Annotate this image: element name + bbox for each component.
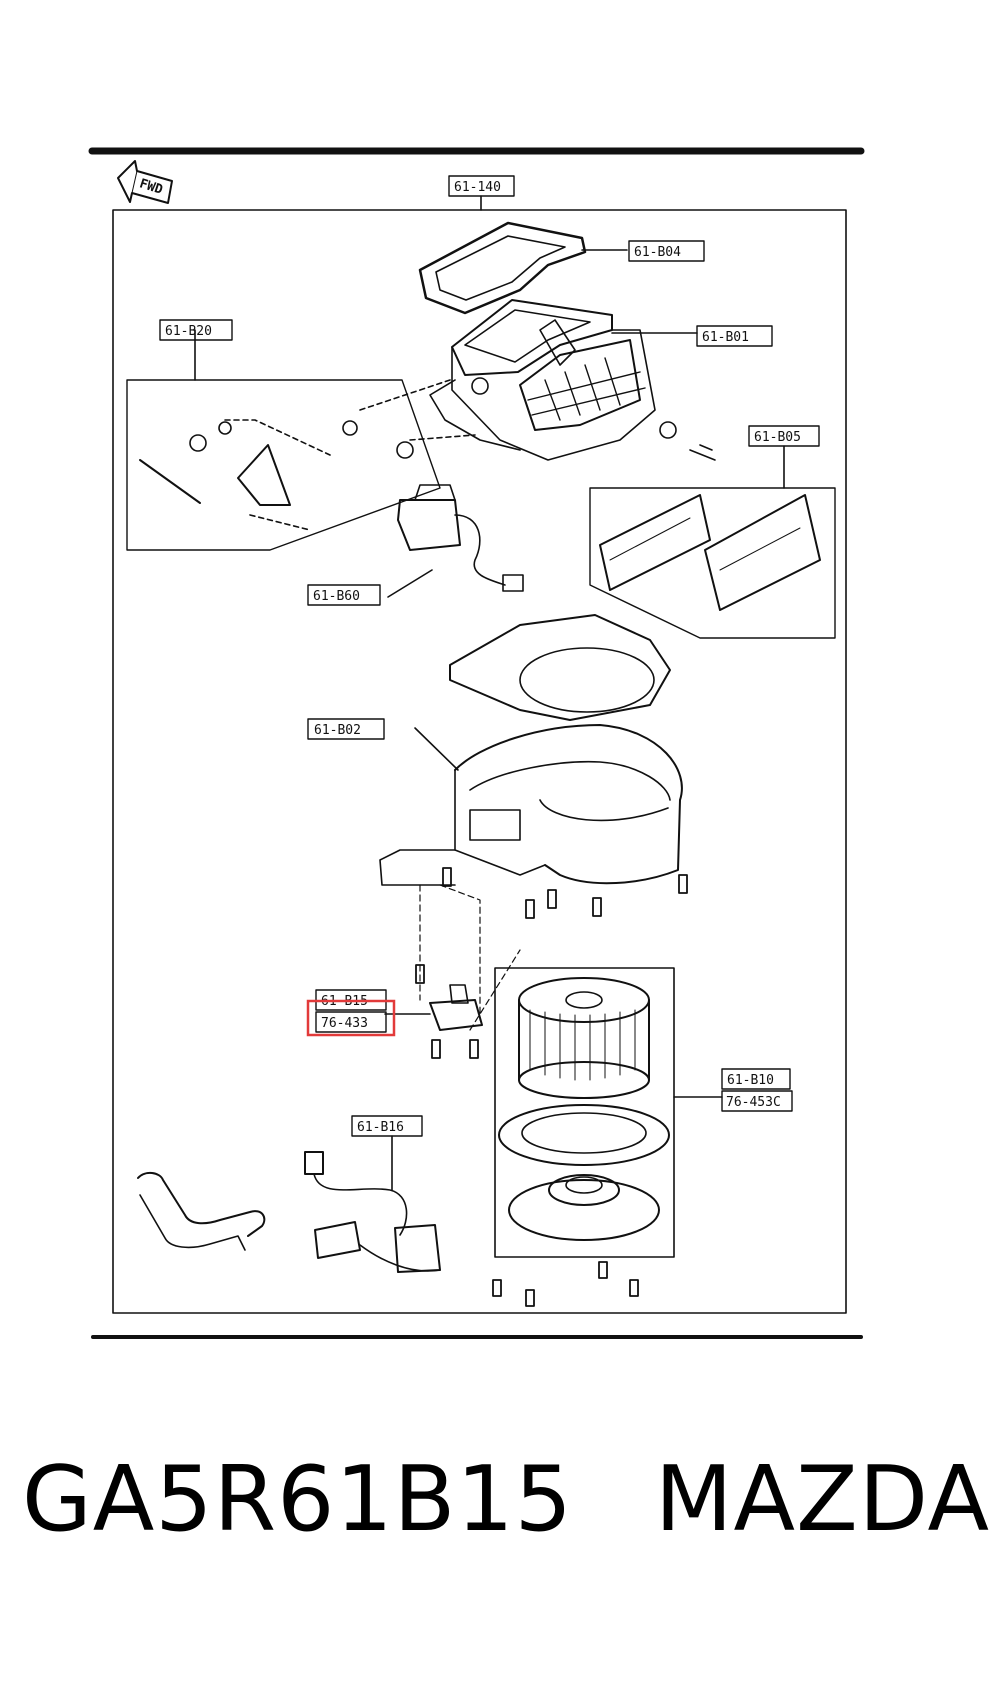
- callout-61-b16: 61-B16: [357, 1120, 404, 1135]
- blower-motor-part: [494, 967, 723, 1258]
- brand-name: MAZDA: [654, 1447, 991, 1552]
- highlight-box: [306, 999, 396, 1037]
- intake-case-part: [429, 299, 716, 461]
- callout-61-b04: 61-B04: [634, 245, 681, 260]
- actuator-part: [387, 484, 524, 598]
- callout-61-b60: 61-B60: [313, 589, 360, 604]
- assembly-outline: [112, 209, 847, 1314]
- callout-61-b05: 61-B05: [754, 430, 801, 445]
- wiring-harness-part: [304, 1135, 441, 1273]
- filter-part: [589, 445, 836, 639]
- blower-cover-part: [449, 614, 671, 721]
- blower-unit-exploded-diagram: FWD 61-140 61-B04 61-B01 61-B20 61-B05 6…: [88, 147, 865, 1339]
- drain-hose-part: [137, 1172, 266, 1251]
- blower-case-part: [379, 724, 683, 886]
- fwd-label: FWD: [137, 176, 164, 198]
- fwd-arrow-icon: [117, 160, 173, 204]
- callout-76-453c: 76-453C: [726, 1095, 781, 1110]
- callout-61-b02: 61-B02: [314, 723, 361, 738]
- callout-61-140: 61-140: [454, 180, 501, 195]
- resistor-part: [384, 984, 483, 1031]
- linkage-part: [126, 329, 476, 551]
- callout-76-433: 76-433: [321, 1016, 368, 1031]
- callout-61-b01: 61-B01: [702, 330, 749, 345]
- intake-gasket-part: [418, 221, 628, 315]
- screw-icons: [415, 867, 688, 1307]
- part-number: GA5R61B15: [22, 1447, 573, 1552]
- callout-61-b20: 61-B20: [165, 324, 212, 339]
- callout-61-b10: 61-B10: [727, 1073, 774, 1088]
